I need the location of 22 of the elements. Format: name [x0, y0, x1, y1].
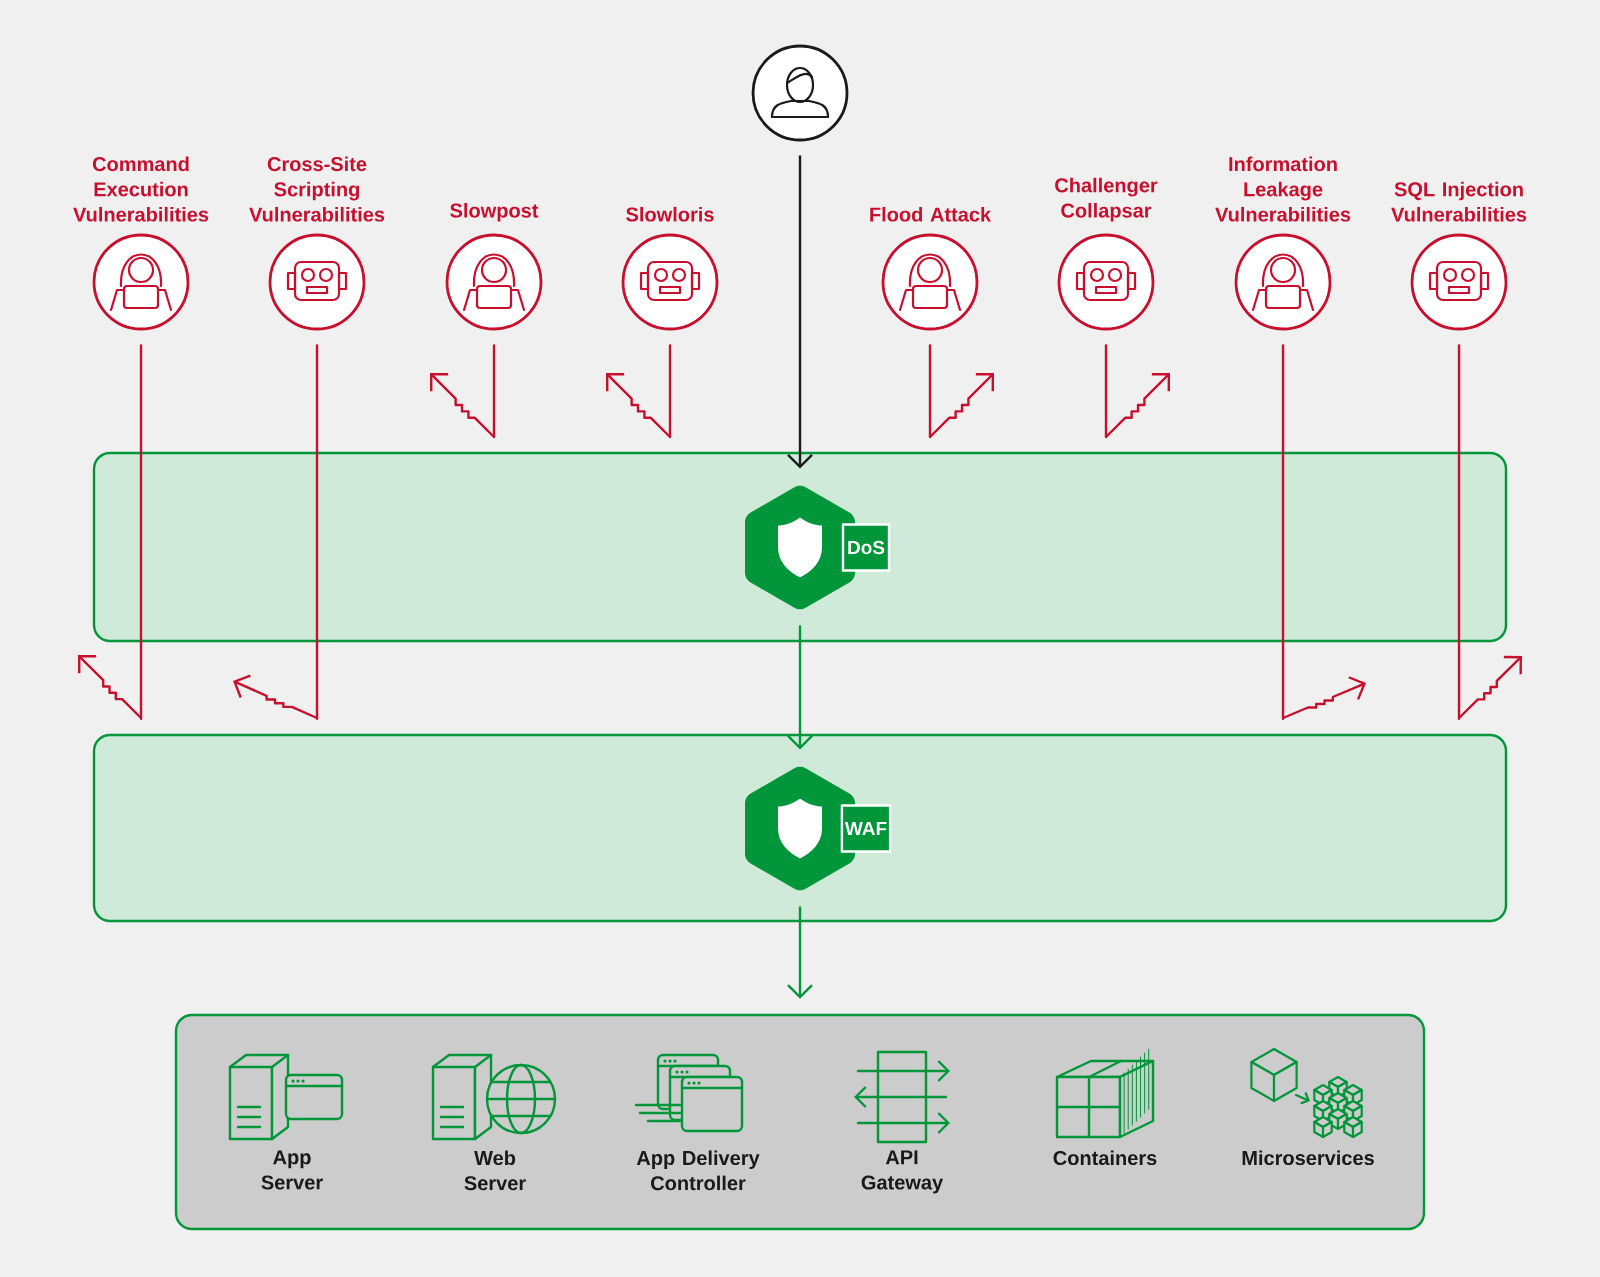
attack-label: Cross-Site Scripting Vulnerabilities [249, 156, 385, 222]
component-label: Containers [1053, 1150, 1157, 1166]
label-badge: DoS [841, 523, 891, 572]
component-label: Web Server [464, 1150, 526, 1191]
attack-label: Slowloris [626, 206, 714, 222]
attack-label: Command Execution Vulnerabilities [73, 156, 209, 222]
arrow [787, 155, 813, 469]
attack-label: Flood Attack [870, 206, 992, 222]
label-badge: WAF [840, 804, 892, 853]
arrow [787, 906, 813, 999]
component-label: API Gateway [861, 1150, 944, 1194]
attack-label: Information Leakage Vulnerabilities [1215, 156, 1351, 222]
layer-band [92, 451, 1508, 643]
attack-label: Slowpost [450, 202, 539, 222]
attack-label: Challenger Collapsar [1055, 177, 1158, 222]
component-label: Microservices [1242, 1150, 1374, 1166]
layer-band [92, 733, 1508, 923]
component-label: App Server [261, 1150, 323, 1190]
attack-label: SQL Injection Vulnerabilities [1391, 181, 1527, 222]
arrow [787, 625, 813, 750]
component-label: App Delivery Controller [636, 1150, 760, 1191]
person-circle [751, 44, 849, 142]
